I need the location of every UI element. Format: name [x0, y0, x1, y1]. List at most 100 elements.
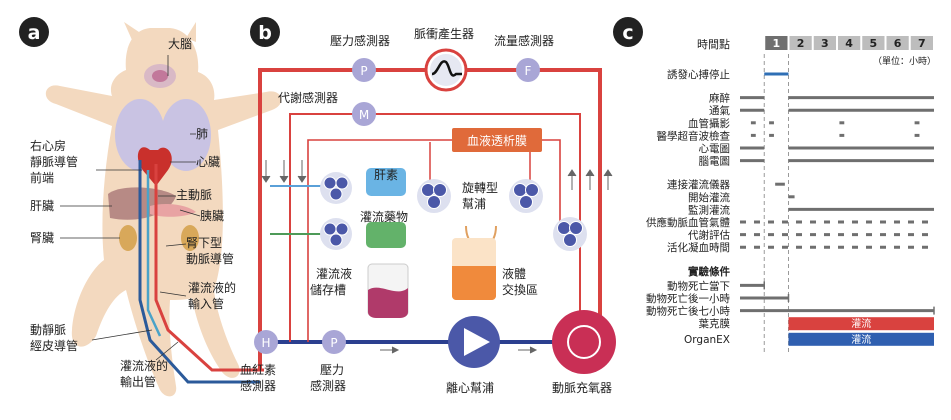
- exchange-fluid: [452, 266, 496, 300]
- x-tick-box: [862, 36, 885, 50]
- pump-rotary-right: [509, 179, 543, 213]
- perfusion-block-label: 灌流: [851, 317, 871, 330]
- panel-c-badge-circle: [613, 17, 643, 47]
- row-label: 監測灌流: [688, 203, 730, 216]
- row-label: 腦電圖: [699, 155, 731, 168]
- dialysis-box: [452, 128, 542, 152]
- label-heart: 心臟: [196, 155, 220, 169]
- label-infrarenal-2: 動脈導管: [186, 251, 234, 266]
- pressure-sensor-label: 壓力感測器: [330, 33, 390, 48]
- sensor-pressure-letter: P: [360, 64, 367, 78]
- rotary-pump-label-2: 幫浦: [462, 196, 486, 211]
- hb-sensor-label-2: 感測器: [240, 378, 276, 393]
- aorta-line: [146, 170, 162, 337]
- x-tick-label: 3: [821, 37, 829, 50]
- panel-a-badge: a: [28, 22, 41, 44]
- row-label: 開始灌流: [688, 191, 730, 204]
- label-infrarenal-1: 腎下型: [186, 236, 222, 250]
- heparin-label: 肝素: [374, 168, 398, 182]
- perfusion-block: [788, 317, 934, 331]
- exchange-label-2: 交換區: [502, 282, 538, 297]
- row-label: 代謝評估: [688, 229, 730, 242]
- x-tick-label: 2: [797, 37, 805, 50]
- metabolic-loop: [289, 113, 581, 342]
- panel-c-badge: c: [622, 22, 633, 44]
- label-liver: 肝臟: [30, 199, 54, 213]
- exchange-label-1: 液體: [502, 266, 526, 281]
- rotary-pump-label-1: 旋轉型: [462, 181, 498, 195]
- pump-rotary-left: [417, 179, 451, 213]
- perfusion-block-label: 灌流: [851, 333, 871, 346]
- panel-b: b P F M: [240, 17, 616, 395]
- label-ra-1: 右心房: [30, 138, 66, 153]
- sensor-pressure-2: P: [322, 330, 346, 354]
- pulse-generator: [424, 48, 468, 92]
- row-label: 供應動脈血管氣體: [646, 216, 730, 229]
- x-tick-box: [838, 36, 861, 50]
- x-tick-label: 5: [870, 37, 878, 50]
- row-label: 通氣: [709, 104, 730, 117]
- arterial-line: [154, 164, 264, 372]
- row-label: 連接灌流儀器: [667, 178, 730, 191]
- leader-lines-a: [60, 55, 201, 361]
- x-tick-label: 1: [773, 37, 781, 50]
- sensor-pressure: P: [352, 58, 376, 82]
- sensor-metabolic-letter: M: [359, 108, 369, 122]
- sensor-hemoglobin-letter: H: [261, 336, 270, 350]
- row-label: 動物死亡後七小時: [646, 305, 730, 318]
- row-label: 誘發心搏停止: [667, 68, 730, 81]
- pump-return: [553, 217, 587, 251]
- label-brain: 大腦: [168, 36, 192, 51]
- label-inflow-1: 灌流液的: [188, 280, 236, 295]
- unit-note: （單位：小時）: [873, 55, 936, 67]
- x-tick-box: [886, 36, 909, 50]
- reservoir-fluid: [368, 287, 408, 318]
- metabolic-sensor-label: 代謝感測器: [278, 90, 338, 105]
- pulse-generator-label: 脈衝產生器: [414, 26, 474, 41]
- label-inflow-2: 輸入管: [188, 296, 224, 311]
- label-kidney: 腎臟: [30, 231, 54, 245]
- row-label: 心電圖: [699, 143, 731, 155]
- pump-heparin: [320, 172, 352, 204]
- sensor-pressure-2-letter: P: [330, 336, 337, 350]
- centrifugal-pump-arrow: [464, 328, 490, 356]
- row-label: OrganEX: [684, 334, 730, 346]
- hb-sensor-label-1: 血紅素: [240, 363, 276, 377]
- row-label: 動物死亡後一小時: [646, 292, 730, 305]
- label-ra-3: 前端: [30, 170, 54, 185]
- perfusion-block: [788, 332, 934, 346]
- x-tick-label: 4: [845, 37, 853, 50]
- x-tick-box: [765, 36, 788, 50]
- oxygenator-ring: [567, 325, 601, 359]
- oxygenator-label: 動脈充氧器: [552, 380, 612, 395]
- pig-ears: [124, 22, 196, 42]
- x-tick-label: 6: [894, 37, 902, 50]
- oxygenator: [552, 310, 616, 374]
- row-label: 葉克膜: [699, 317, 731, 330]
- label-cannula-1: 動靜脈: [30, 323, 66, 337]
- row-label: 醫學超音波檢查: [657, 129, 731, 142]
- lung-right: [161, 99, 211, 171]
- x-tick-box: [789, 36, 812, 50]
- group-header: 實驗條件: [688, 265, 730, 278]
- reservoir-label-1: 灌流液: [316, 266, 352, 281]
- kidney-right: [181, 225, 199, 251]
- kidney-left: [119, 225, 137, 251]
- label-lung: 肺: [196, 127, 208, 141]
- panel-b-badge-circle: [250, 17, 280, 47]
- panel-b-badge: b: [258, 22, 272, 44]
- label-ra-2: 靜脈導管: [30, 154, 78, 169]
- dialysis-label: 血液透析膜: [467, 133, 527, 148]
- reservoir-label-2: 儲存槽: [310, 283, 346, 297]
- panel-a: a: [19, 17, 282, 397]
- pump-drugs: [320, 218, 352, 250]
- label-pancreas: 胰臟: [200, 209, 224, 223]
- row-label: 活化凝血時間: [667, 241, 730, 254]
- sensor-hemoglobin: H: [254, 330, 278, 354]
- sensor-flow-letter: F: [525, 64, 532, 78]
- brain-core: [152, 70, 168, 82]
- flow-sensor-label: 流量感測器: [494, 33, 554, 48]
